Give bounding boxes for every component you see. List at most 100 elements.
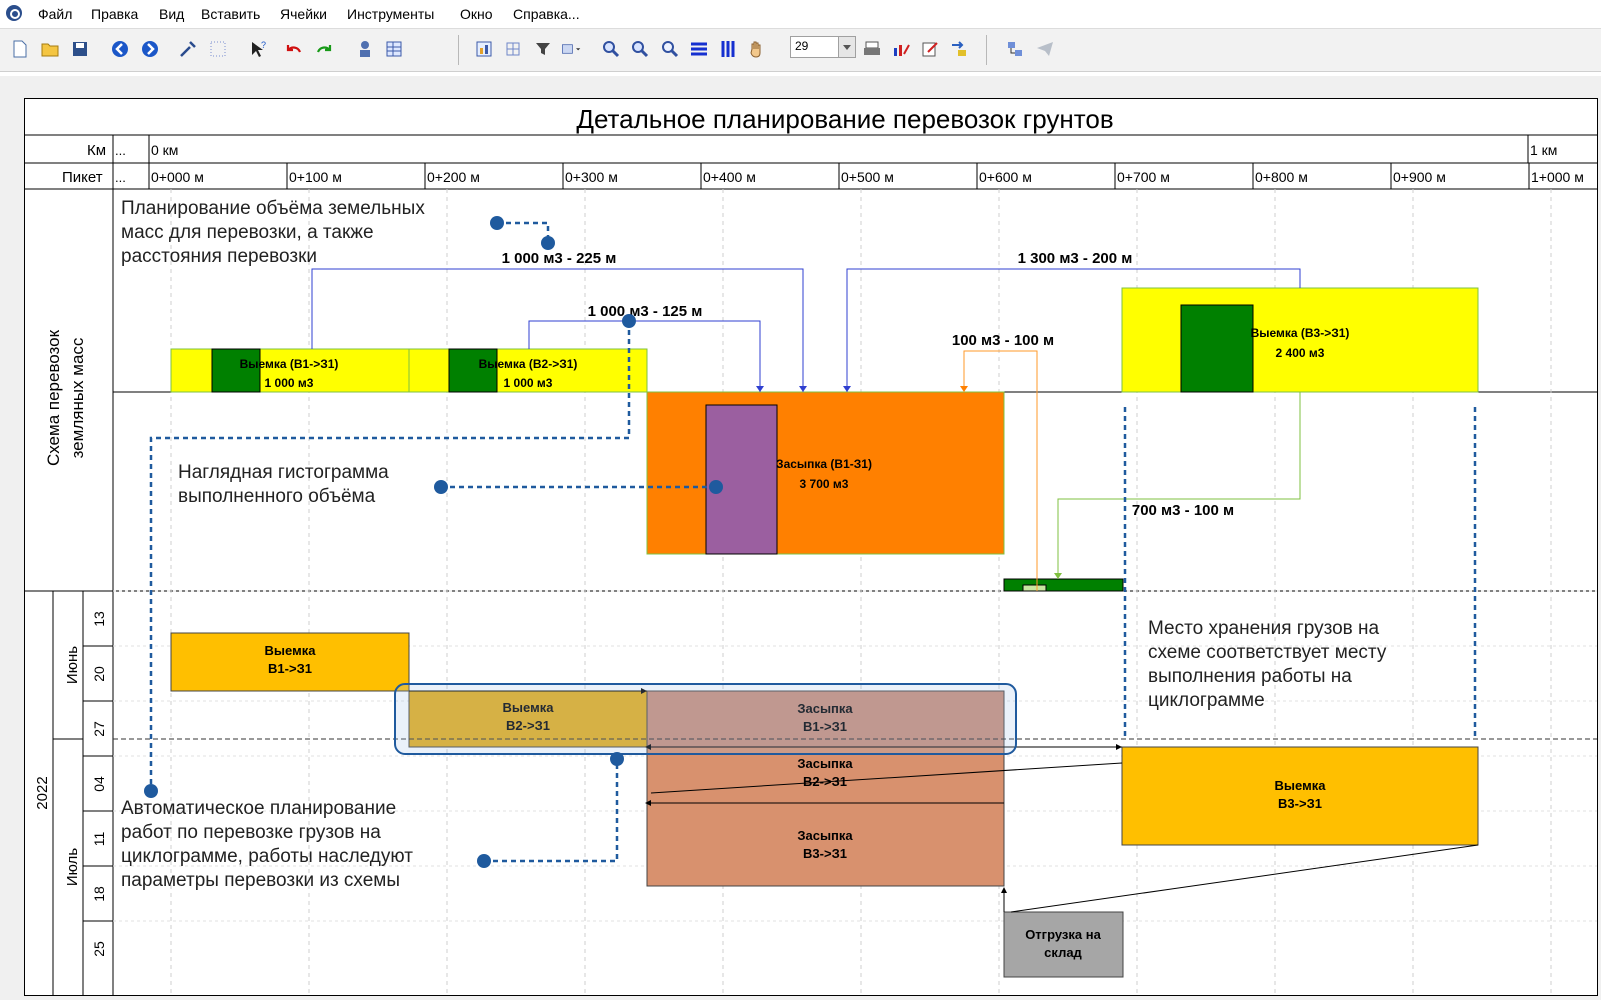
gantt-warehouse-line1: Отгрузка на — [1025, 927, 1101, 942]
user-icon[interactable] — [355, 39, 375, 59]
gantt-fill-b3-line2: В3->З1 — [803, 846, 847, 861]
km-tick-1: 1 км — [1530, 142, 1557, 158]
gantt-fill-b3-line1: Засыпка — [797, 828, 853, 843]
menu-cells[interactable]: Ячейки — [280, 6, 327, 22]
chevron-down-icon[interactable] — [838, 37, 855, 57]
grid-icon[interactable] — [503, 39, 523, 59]
piket-tick-2: 0+200 м — [427, 169, 480, 185]
menu-tools[interactable]: Инструменты — [347, 6, 435, 22]
zoom-select[interactable]: 29 — [790, 36, 856, 58]
piket-tick-10: 1+000 м — [1531, 169, 1584, 185]
month-june: Июнь — [64, 646, 81, 684]
km-tick-0: 0 км — [151, 142, 178, 158]
piket-ellipsis: ... — [115, 170, 126, 185]
gantt-fill-b2-line1: Засыпка — [797, 756, 853, 771]
gantt-fill-b3[interactable] — [646, 802, 1005, 887]
settings-arrows-icon[interactable] — [949, 39, 969, 59]
redo-icon[interactable] — [314, 39, 334, 59]
marker-histogram-end — [709, 480, 723, 494]
save-icon[interactable] — [70, 39, 90, 59]
transport-planning-chart: Детальное планирование перевозок грунтов… — [25, 104, 1597, 995]
link-cut-b3-fill-b2 — [650, 762, 1123, 794]
gantt-cut-b2-line2: В2->З1 — [506, 718, 550, 733]
new-file-icon[interactable] — [10, 39, 30, 59]
help-pointer-icon[interactable]: ? — [248, 39, 268, 59]
fill-b1-bar[interactable] — [646, 391, 1005, 555]
table-icon[interactable] — [384, 39, 404, 59]
open-folder-icon[interactable] — [40, 39, 60, 59]
chart-icon[interactable] — [474, 39, 494, 59]
piket-tick-8: 0+800 м — [1255, 169, 1308, 185]
zoom-fit-icon[interactable] — [660, 39, 680, 59]
gantt-fill-b1-line2: В1->З1 — [803, 719, 847, 734]
menu-edit[interactable]: Правка — [91, 6, 139, 22]
link-cut-b3-warehouse — [1010, 844, 1479, 913]
zoom-in-icon[interactable] — [601, 39, 621, 59]
gantt-cut-b3[interactable] — [1121, 746, 1479, 846]
piket-row-label: Пикет — [62, 169, 103, 186]
day-label-4: 11 — [91, 832, 107, 847]
tools-icon[interactable] — [178, 39, 198, 59]
day-label-6: 25 — [91, 941, 107, 957]
toolbar: ? 29 — [0, 29, 1601, 72]
columns-icon[interactable] — [718, 39, 738, 59]
cut-b3-label: Выемка (В3->З1) — [1251, 326, 1350, 340]
network-icon[interactable] — [1005, 39, 1025, 59]
marker-scheme-transport — [622, 314, 636, 328]
piket-tick-1: 0+100 м — [289, 169, 342, 185]
transport-line-1 — [311, 268, 804, 392]
year-label: 2022 — [34, 776, 51, 809]
gantt-warehouse-line2: склад — [1044, 945, 1082, 960]
piket-tick-0: 0+000 м — [151, 169, 204, 185]
month-july: Июль — [64, 848, 81, 886]
menu-help[interactable]: Справка... — [513, 6, 580, 22]
piket-tick-7: 0+700 м — [1117, 169, 1170, 185]
cut-b3-done-bar — [1180, 304, 1254, 393]
marker-auto-end — [610, 752, 624, 766]
menu-window[interactable]: Окно — [460, 6, 493, 22]
cut-b1-bar[interactable] — [170, 348, 410, 393]
app-logo-icon[interactable] — [6, 5, 22, 21]
note-planning-2: масс для перевозки, а также — [121, 222, 374, 243]
edit-icon[interactable] — [920, 39, 940, 59]
menu-file[interactable]: Файл — [38, 6, 73, 22]
leader-auto-scheme — [149, 321, 631, 791]
hand-pan-icon[interactable] — [747, 39, 767, 59]
km-row-label: Км — [87, 142, 106, 159]
menu-view[interactable]: Вид — [159, 6, 185, 22]
menu-insert[interactable]: Вставить — [201, 6, 261, 22]
gantt-fill-b1[interactable] — [646, 690, 1005, 748]
warehouse-scheme-bar — [1003, 578, 1124, 592]
menu-bar: Файл Правка Вид Вставить Ячейки Инструме… — [0, 0, 1601, 29]
zoom-out-icon[interactable] — [630, 39, 650, 59]
transport-label-1: 1 000 м3 - 225 м — [502, 250, 617, 267]
forward-icon[interactable] — [140, 39, 160, 59]
gantt-cut-b3-line1: Выемка — [1275, 778, 1327, 793]
grid-dots-icon[interactable] — [208, 39, 228, 59]
rows-icon[interactable] — [689, 39, 709, 59]
piket-tick-6: 0+600 м — [979, 169, 1032, 185]
gantt-cut-b1-line1: Выемка — [265, 643, 317, 658]
print-icon[interactable] — [862, 39, 882, 59]
undo-icon[interactable] — [284, 39, 304, 59]
note-histogram-2: выполненного объёма — [178, 486, 376, 507]
send-icon — [1037, 42, 1053, 56]
cut-b3-bar[interactable] — [1121, 287, 1479, 393]
filter-icon[interactable] — [533, 39, 553, 59]
note-auto-3: циклограмме, работы наследуют — [121, 846, 413, 867]
transport-line-3 — [846, 268, 1301, 392]
transport-line-5 — [1057, 392, 1301, 579]
layout-dropdown-icon[interactable] — [561, 39, 581, 59]
day-label-2: 27 — [91, 721, 107, 737]
km-ellipsis: ... — [115, 143, 126, 158]
marker-auto-left — [144, 784, 158, 798]
gantt-cut-b1[interactable] — [170, 632, 410, 692]
export-chart-icon[interactable] — [891, 39, 911, 59]
gantt-fill-b2[interactable] — [646, 746, 1005, 804]
back-icon[interactable] — [110, 39, 130, 59]
gantt-warehouse[interactable] — [1003, 911, 1124, 978]
cut-b1-volume: 1 000 м3 — [265, 376, 314, 390]
note-storage-4: циклограмме — [1148, 690, 1265, 711]
cut-b3-volume: 2 400 м3 — [1276, 346, 1325, 360]
day-label-1: 20 — [91, 666, 107, 682]
